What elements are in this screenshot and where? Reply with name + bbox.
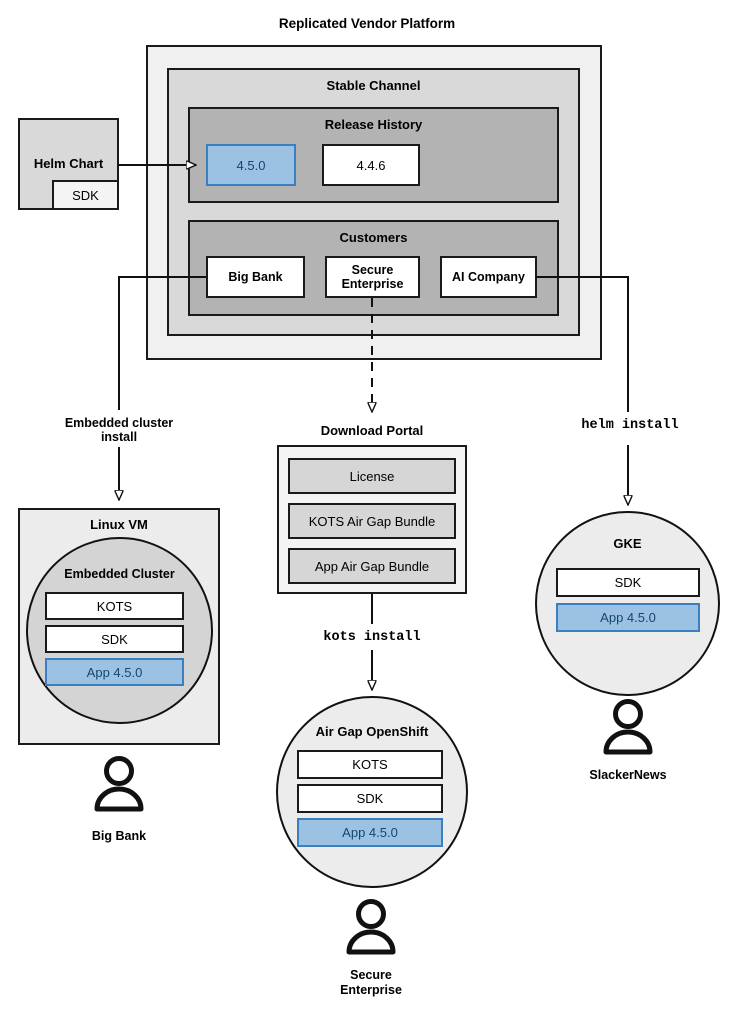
release-chip-4-5-0[interactable]: 4.5.0 <box>206 144 296 186</box>
gke-title: GKE <box>613 536 642 551</box>
airgap-openshift-title: Air Gap OpenShift <box>315 724 429 739</box>
user-label-secure-enterprise: Secure Enterprise <box>340 968 402 997</box>
airgap-component-sdk[interactable]: SDK <box>297 784 443 813</box>
artifact-kots-air-gap-bundle[interactable]: KOTS Air Gap Bundle <box>288 503 456 539</box>
component-label: SDK <box>356 791 384 806</box>
release-chip-4-4-6[interactable]: 4.4.6 <box>322 144 420 186</box>
customer-secure-enterprise[interactable]: Secure Enterprise <box>325 256 420 298</box>
user-label-slackernews: SlackerNews <box>589 768 667 782</box>
gke-component-app[interactable]: App 4.5.0 <box>556 603 700 632</box>
customer-ai-company[interactable]: AI Company <box>440 256 537 298</box>
component-label: App 4.5.0 <box>86 664 143 680</box>
customer-big-bank[interactable]: Big Bank <box>206 256 305 298</box>
customer-label: Secure Enterprise <box>341 262 404 291</box>
user-icon-secure-enterprise <box>341 898 401 963</box>
release-history-title: Release History <box>324 117 423 132</box>
user-icon-slackernews <box>598 698 658 763</box>
component-label: App 4.5.0 <box>342 825 398 840</box>
linux-vm-component-app[interactable]: App 4.5.0 <box>45 658 184 686</box>
linux-vm-component-sdk[interactable]: SDK <box>45 625 184 653</box>
release-version-label: 4.5.0 <box>236 157 266 173</box>
component-label: SDK <box>101 631 128 647</box>
stable-channel-title: Stable Channel <box>326 78 421 93</box>
artifact-app-air-gap-bundle[interactable]: App Air Gap Bundle <box>288 548 456 584</box>
gke-component-sdk[interactable]: SDK <box>556 568 700 597</box>
artifact-label: App Air Gap Bundle <box>314 558 430 574</box>
page-title: Replicated Vendor Platform <box>278 16 456 31</box>
airgap-component-app[interactable]: App 4.5.0 <box>297 818 443 847</box>
airgap-component-kots[interactable]: KOTS <box>297 750 443 779</box>
artifact-license[interactable]: License <box>288 458 456 494</box>
release-version-label: 4.4.6 <box>356 157 386 173</box>
linux-vm-title: Linux VM <box>90 517 148 532</box>
user-label-big-bank: Big Bank <box>91 829 147 843</box>
component-label: SDK <box>614 575 642 590</box>
download-portal-title: Download Portal <box>320 423 424 438</box>
helm-chart-sdk-box[interactable]: SDK <box>52 180 119 210</box>
customer-label: AI Company <box>452 269 525 284</box>
linux-vm-component-kots[interactable]: KOTS <box>45 592 184 620</box>
edge-label-kots-install: kots install <box>323 630 421 645</box>
component-label: KOTS <box>96 598 133 614</box>
component-label: KOTS <box>352 757 388 772</box>
edge-label-helm-install: helm install <box>581 418 679 433</box>
customer-label: Big Bank <box>228 269 283 284</box>
artifact-label: License <box>349 468 395 484</box>
embedded-cluster-title: Embedded Cluster <box>64 567 175 581</box>
helm-chart-label: Helm Chart <box>33 156 104 171</box>
customers-title: Customers <box>339 230 408 245</box>
component-label: App 4.5.0 <box>600 610 656 625</box>
sdk-label: SDK <box>72 187 99 203</box>
edge-label-embedded-install: Embedded cluster install <box>64 416 174 445</box>
artifact-label: KOTS Air Gap Bundle <box>308 513 436 529</box>
user-icon-big-bank <box>89 755 149 820</box>
